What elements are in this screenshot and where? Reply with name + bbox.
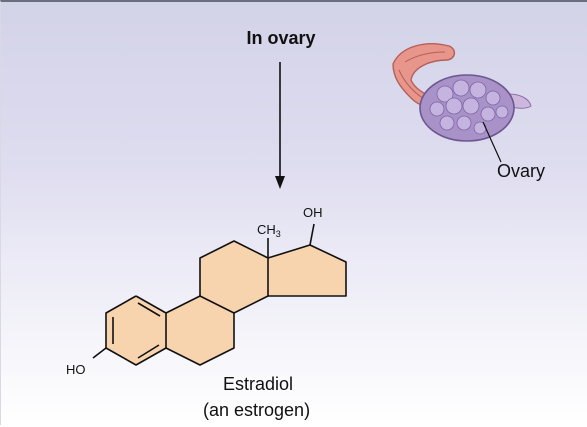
ovary-illustration [392,43,532,163]
figure-header: In ovary [246,28,316,48]
ring-a [106,296,166,365]
ho-group-label: HO [66,362,86,377]
estradiol-structure: OH CH3 HO [66,205,347,377]
molecule-name: Estradiol [223,374,294,394]
molecule-class-note: (an estrogen) [203,400,311,420]
bond-lines [92,223,347,366]
fallopian-tube [392,43,456,108]
process-arrow [275,62,285,189]
ring-d [268,245,346,296]
ovary-follicles [429,79,509,135]
ovary-label: Ovary [497,161,546,181]
oh-group-label: OH [303,205,323,220]
ovary-leader-line [482,121,502,163]
ring-c [200,241,268,313]
ring-b [166,296,234,365]
methyl-group-label: CH3 [257,222,281,239]
